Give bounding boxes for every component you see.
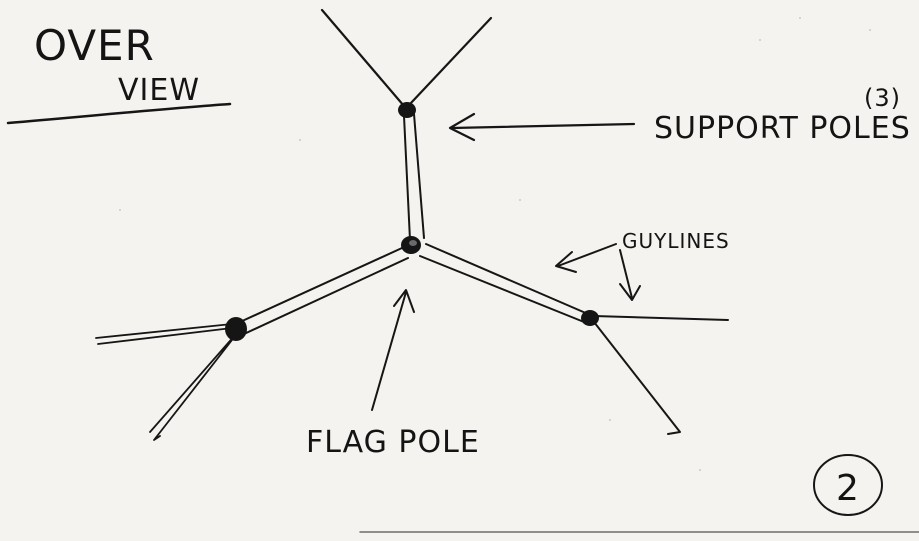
top-support-pole-head [398, 102, 416, 118]
title-line-1: OVER [34, 21, 155, 70]
title-underline [6, 102, 232, 125]
top-support-pole [403, 113, 425, 241]
support-poles-count: (3) [864, 84, 901, 112]
left-guyline-horizontal [95, 323, 233, 345]
top-guyline-right [408, 16, 493, 106]
paper-texture [119, 17, 871, 471]
left-guyline-diagonal [149, 333, 237, 441]
right-guyline-diagonal [593, 321, 681, 435]
flag-pole-arrow [371, 289, 415, 411]
page-number: 2 [836, 468, 860, 509]
page-number-circle [813, 454, 883, 516]
title-line-2: VIEW [118, 73, 200, 108]
left-support-pole [239, 247, 409, 335]
guylines-label: GUYLINES [622, 229, 730, 253]
guylines-arrow-down [619, 249, 641, 301]
guylines-arrow-left [555, 243, 617, 273]
right-support-pole [419, 243, 589, 323]
flag-pole-label: FLAG POLE [306, 425, 480, 460]
top-guyline-left [320, 8, 406, 108]
right-support-pole-head [581, 310, 599, 326]
right-guyline-horizontal [593, 315, 729, 321]
support-poles-label: SUPPORT POLES [654, 111, 911, 146]
support-poles-arrow [448, 112, 636, 142]
left-support-pole-head [225, 317, 247, 341]
